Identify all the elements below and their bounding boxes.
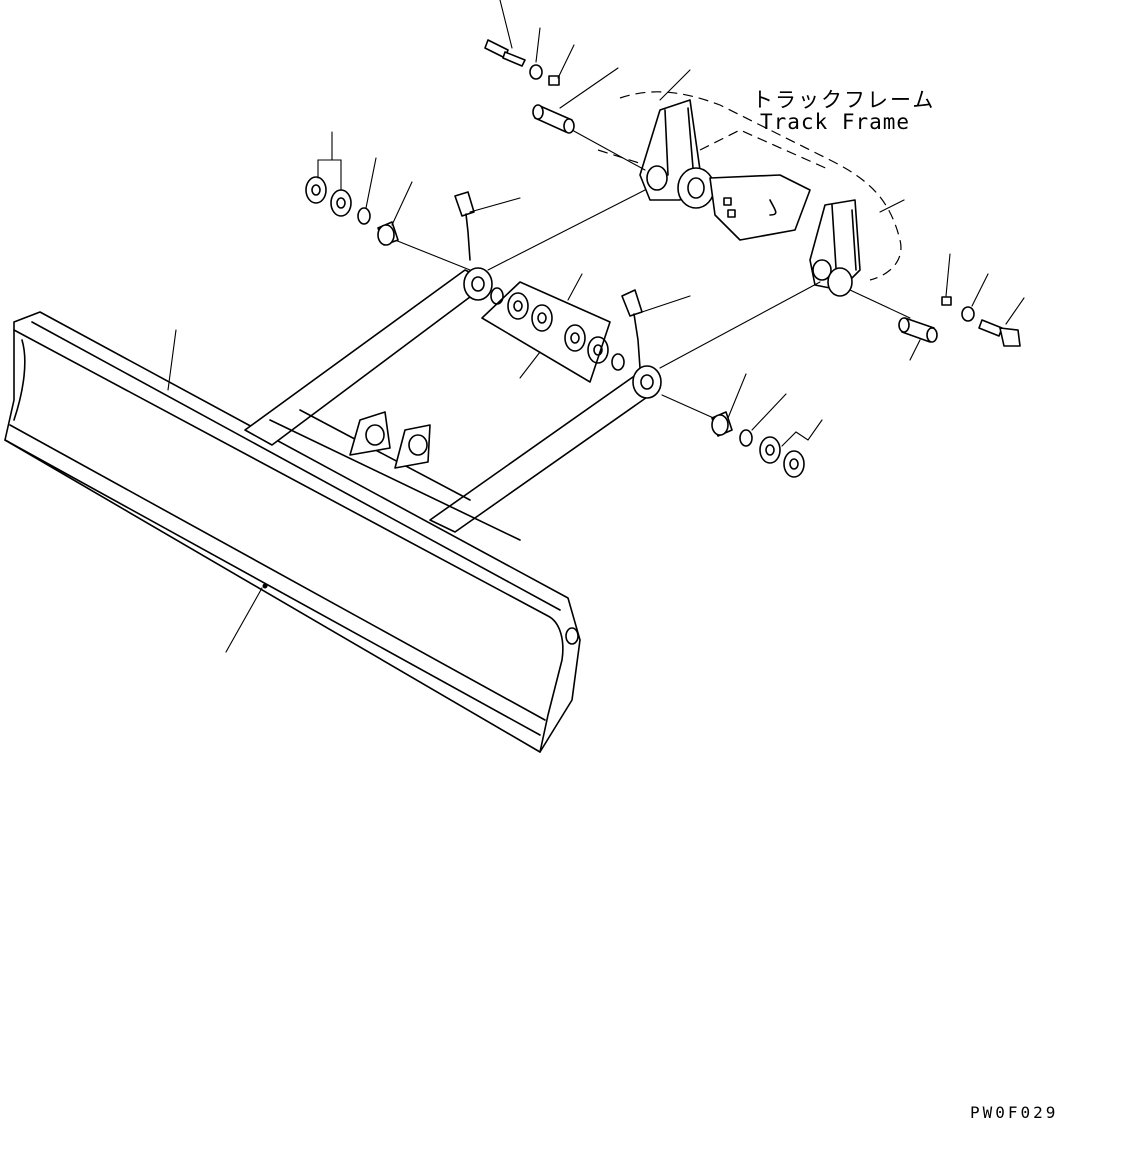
leader-lines [167, 0, 1025, 653]
washers-middle [481, 281, 625, 383]
track-frame-brackets [639, 99, 861, 297]
reference-lines [394, 129, 911, 421]
hardware-right [711, 296, 1021, 478]
dozer-blade [4, 311, 581, 753]
track-frame-label-jp: トラックフレーム [752, 88, 936, 112]
hardware-top [484, 39, 575, 134]
washers-left [305, 176, 399, 246]
push-frame [244, 267, 662, 541]
drawing-code: PW0F029 [970, 1103, 1059, 1122]
track-frame-label-en: Track Frame [760, 110, 911, 134]
grease-fittings [454, 191, 643, 369]
